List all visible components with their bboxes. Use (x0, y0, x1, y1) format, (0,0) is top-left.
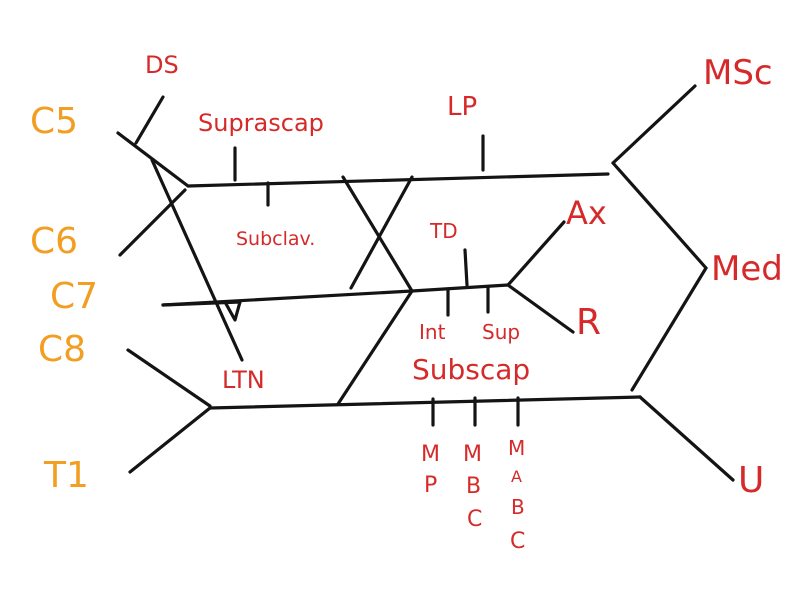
ds-nerve (134, 95, 165, 145)
ds-label: DS (145, 51, 179, 79)
mbc-label-b: B (466, 474, 481, 499)
terminal-labels: MSc Ax Med R U (566, 53, 783, 501)
axillary-nerve (506, 220, 566, 287)
lp-label: LP (447, 92, 477, 122)
upper-trunk (186, 172, 610, 188)
mbc-label-m: M (463, 442, 482, 467)
root-labels: C5 C6 C7 C8 T1 (30, 101, 98, 496)
ltn-nerve (150, 158, 244, 362)
suprascap-label: Suprascap (198, 109, 324, 137)
terminal-label-med: Med (711, 249, 783, 289)
mabc-label-a: A (511, 467, 522, 486)
medial-cord-to-median (630, 266, 708, 392)
lower-trunk (208, 395, 642, 410)
c8-root-line (126, 348, 212, 408)
lateral-cord-to-median (611, 161, 708, 270)
root-label-t1: T1 (43, 455, 89, 496)
sup-label: Sup (482, 320, 520, 344)
terminal-label-msc: MSc (703, 53, 773, 93)
middle-trunk (161, 283, 510, 307)
root-label-c7: C7 (50, 276, 98, 317)
mp-label-m: M (421, 442, 440, 467)
root-label-c8: C8 (38, 329, 86, 370)
terminal-label-u: U (738, 460, 764, 501)
td-label: TD (429, 219, 458, 243)
int-label: Int (419, 320, 446, 344)
mabc-label-b: B (511, 495, 525, 519)
branch-labels: DS Suprascap LP Subclav. TD Int Sup Subs… (145, 51, 530, 554)
musculocutaneous-nerve (611, 84, 697, 165)
root-label-c5: C5 (30, 101, 78, 142)
mbc-label-c: C (467, 507, 482, 532)
ulnar-nerve (638, 395, 735, 482)
terminal-label-r: R (576, 302, 601, 343)
mabc-label-m: M (508, 436, 525, 460)
nerve-lines (116, 84, 735, 482)
terminal-label-ax: Ax (566, 194, 607, 232)
mabc-label-c: C (510, 529, 525, 554)
radial-nerve (506, 283, 575, 334)
c6-root-line (118, 188, 187, 257)
t1-root-line (128, 406, 212, 474)
ltn-c7-link (223, 300, 242, 322)
subclav-label: Subclav. (236, 228, 315, 250)
td-nerve (463, 248, 469, 287)
ltn-label: LTN (222, 366, 265, 394)
division-lower-to-posterior (336, 289, 414, 406)
root-label-c6: C6 (30, 221, 78, 262)
subscap-label: Subscap (412, 353, 530, 386)
mp-label-p: P (424, 473, 437, 498)
division-upper-to-posterior (341, 175, 414, 293)
division-anterior-to-lateral (349, 175, 414, 290)
